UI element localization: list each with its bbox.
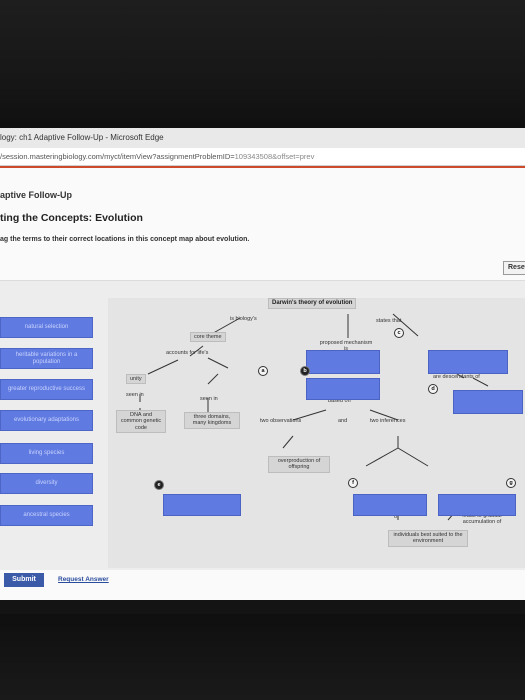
badge-b: b [300,366,310,376]
badge-d: d [428,384,438,394]
node-unity: unity [126,374,146,385]
term-ancestral-species[interactable]: ancestral species [0,505,93,526]
term-diversity[interactable]: diversity [0,473,93,494]
badge-g: g [506,478,516,488]
link-states-that: states that [376,318,402,324]
address-bar[interactable]: /session.masteringbiology.com/myct/itemV… [0,148,525,166]
drop-target-f[interactable] [353,494,427,516]
submit-button[interactable]: Submit [4,573,44,587]
link-proposed-mechanism: proposed mechanism is [319,340,373,352]
link-are-descendants-of: are descendants of [433,374,480,380]
instructions: ag the terms to their correct locations … [0,236,250,243]
header-accent [0,166,525,168]
window-title: logy: ch1 Adaptive Follow-Up - Microsoft… [0,133,164,142]
link-is-biologys: is biology's [230,316,257,322]
url-main: /session.masteringbiology.com/myct/itemV… [0,152,235,161]
link-leads-to: leads to gradual accumulation of [462,513,502,526]
node-core-theme: core theme [190,332,226,343]
drop-target-c[interactable] [428,350,508,374]
screen: logy: ch1 Adaptive Follow-Up - Microsoft… [0,128,525,600]
monitor-bezel-bottom [0,614,525,700]
link-seen-in-left: seen in [126,392,144,398]
term-evolutionary-adaptations[interactable]: evolutionary adaptations [0,410,93,431]
window-titlebar: logy: ch1 Adaptive Follow-Up - Microsoft… [0,128,525,148]
monitor-bezel-top [0,0,525,128]
link-accounts-for: accounts for life's [166,350,209,356]
concept-map: Darwin's theory of evolution is biology'… [108,298,525,568]
badge-e: e [154,480,164,490]
node-darwins-theory: Darwin's theory of evolution [268,298,357,309]
assignment-title: aptive Follow-Up [0,190,72,200]
node-individuals-best-suited: individuals best suited to the environme… [388,530,468,547]
drop-target-b[interactable] [306,378,380,400]
node-three-domains: three domains, many kingdoms [184,412,240,429]
link-and: and [338,418,348,424]
concept-map-lines [139,313,489,521]
url-rest: 109343508&offset=prev [234,152,315,161]
drop-target-e[interactable] [163,494,241,516]
node-overproduction: overproduction of offspring [268,456,330,473]
page-title: ting the Concepts: Evolution [0,212,143,224]
drop-target-g[interactable] [438,494,516,516]
request-answer-link[interactable]: Request Answer [58,576,109,583]
drop-target-a[interactable] [306,350,380,374]
badge-c: c [394,328,404,338]
link-two-inferences: two inferences [370,418,406,424]
badge-a: a [258,366,268,376]
link-seen-in-right: seen in [200,396,218,402]
badge-f: f [348,478,358,488]
term-greater-reproductive-success[interactable]: greater reproductive success [0,379,93,400]
page-content: aptive Follow-Up ting the Concepts: Evol… [0,166,525,600]
node-dna-common-code: DNA and common genetic code [116,410,166,433]
link-two-observations: two observations [260,418,302,424]
term-heritable-variations[interactable]: heritable variations in a population [0,348,93,369]
term-living-species[interactable]: living species [0,443,93,464]
link-based-on: based on [328,398,351,404]
term-natural-selection[interactable]: natural selection [0,317,93,338]
link-of: of [394,514,399,520]
reset-button[interactable]: Reset [503,261,525,275]
drop-target-d[interactable] [453,390,523,414]
